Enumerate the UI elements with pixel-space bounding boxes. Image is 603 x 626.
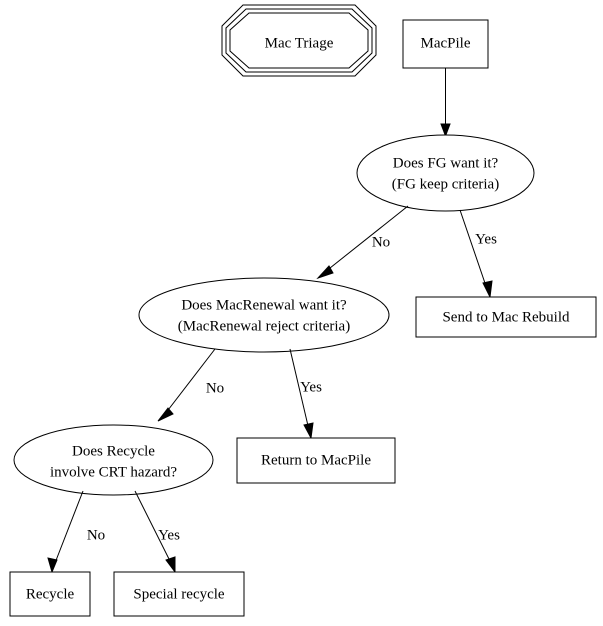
- edge-line-fg-no: [324, 205, 409, 273]
- ellipse-macrenewal-decision: [138, 277, 390, 353]
- edge-line-recycle-yes: [134, 490, 172, 564]
- node-label-macrenewal-decision-line2: (MacRenewal reject criteria): [178, 318, 350, 334]
- edge-label-recycle-yes: Yes: [158, 527, 180, 543]
- box-recycle: [9, 571, 91, 617]
- arrowhead-fg-no: [316, 265, 334, 280]
- node-recycle-decision[interactable]: Does Recycle involve CRT hazard?: [13, 424, 214, 496]
- box-return-to-macpile: [236, 437, 396, 484]
- node-macrenewal-decision[interactable]: Does MacRenewal want it? (MacRenewal rej…: [138, 277, 390, 353]
- edge-label-fg-no: No: [372, 234, 390, 250]
- edge-recycle-yes: Yes: [134, 490, 180, 574]
- arrowhead-recycle-no: [47, 557, 58, 574]
- edge-line-fg-yes: [459, 209, 488, 290]
- node-label-send-to-mac-rebuild: Send to Mac Rebuild: [442, 309, 570, 325]
- node-send-to-mac-rebuild[interactable]: Send to Mac Rebuild: [415, 296, 597, 338]
- node-label-recycle: Recycle: [26, 586, 75, 602]
- arrowhead-macrenewal-no: [157, 407, 174, 422]
- edge-label-recycle-no: No: [87, 527, 105, 543]
- node-label-special-recycle: Special recycle: [133, 586, 225, 602]
- node-macpile[interactable]: MacPile: [402, 19, 489, 69]
- node-fg-decision[interactable]: Does FG want it? (FG keep criteria): [356, 134, 535, 212]
- node-special-recycle[interactable]: Special recycle: [113, 571, 245, 617]
- node-mac-triage[interactable]: Mac Triage: [221, 4, 377, 77]
- edge-label-macrenewal-no: No: [206, 380, 224, 396]
- box-send-to-mac-rebuild: [415, 296, 597, 338]
- octagon-inner: [229, 12, 369, 69]
- edge-fg-no: No: [316, 205, 409, 280]
- node-label-fg-decision-line1: Does FG want it?: [393, 155, 499, 171]
- edge-line-macrenewal-yes: [289, 348, 310, 431]
- node-return-to-macpile[interactable]: Return to MacPile: [236, 437, 396, 484]
- arrowhead-fg-yes: [482, 280, 493, 299]
- node-label-recycle-decision-line1: Does Recycle: [72, 443, 155, 459]
- node-label-macpile: MacPile: [421, 35, 471, 51]
- edge-line-macrenewal-no: [164, 348, 216, 415]
- edge-macpile-to-fg: [440, 68, 451, 138]
- box-special-recycle: [113, 571, 245, 617]
- node-label-macrenewal-decision-line1: Does MacRenewal want it?: [181, 297, 347, 313]
- arrowhead-recycle-yes: [165, 556, 176, 574]
- edge-macrenewal-no: No: [157, 348, 224, 422]
- edge-recycle-no: No: [47, 490, 105, 574]
- node-recycle[interactable]: Recycle: [9, 571, 91, 617]
- ellipse-fg-decision: [356, 134, 535, 212]
- box-macpile: [402, 19, 489, 69]
- edge-label-fg-yes: Yes: [475, 231, 497, 247]
- node-label-mac-triage: Mac Triage: [265, 35, 334, 51]
- ellipse-recycle-decision: [13, 424, 214, 496]
- arrowhead-macpile-to-fg: [440, 123, 451, 138]
- arrowhead-macrenewal-yes: [303, 422, 314, 440]
- edge-line-recycle-no: [54, 490, 84, 564]
- node-label-return-to-macpile: Return to MacPile: [261, 452, 371, 468]
- edge-macrenewal-yes: Yes: [289, 348, 322, 440]
- edge-fg-yes: Yes: [459, 209, 497, 299]
- edge-label-macrenewal-yes: Yes: [300, 379, 322, 395]
- node-label-fg-decision-line2: (FG keep criteria): [392, 176, 499, 192]
- node-label-recycle-decision-line2: involve CRT hazard?: [50, 464, 177, 480]
